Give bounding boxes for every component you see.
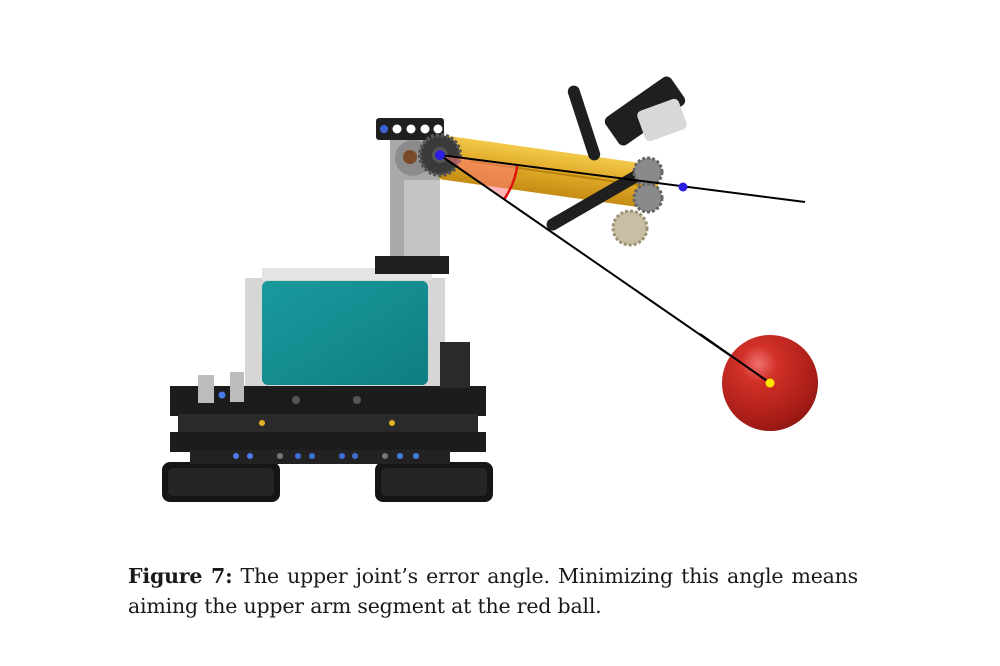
arm-axis-line xyxy=(439,154,806,203)
figure-caption: Figure 7:The upper joint’s error angle. … xyxy=(128,561,858,621)
figure-number: Figure 7: xyxy=(128,564,233,588)
ball-center-marker xyxy=(765,378,775,388)
robot-arm-figure xyxy=(162,76,818,502)
robot-scene-illustration xyxy=(162,76,818,502)
hub xyxy=(245,268,470,388)
error-angle-arc xyxy=(440,155,519,201)
chassis xyxy=(170,372,486,464)
gripper xyxy=(546,76,687,247)
right-wheel xyxy=(375,462,493,502)
upper-joint-marker xyxy=(435,150,445,160)
arm-axis-marker xyxy=(678,182,688,192)
caption-text: The upper joint’s error angle. Minimizin… xyxy=(128,564,858,618)
red-ball xyxy=(699,333,818,431)
left-wheel xyxy=(162,462,280,502)
